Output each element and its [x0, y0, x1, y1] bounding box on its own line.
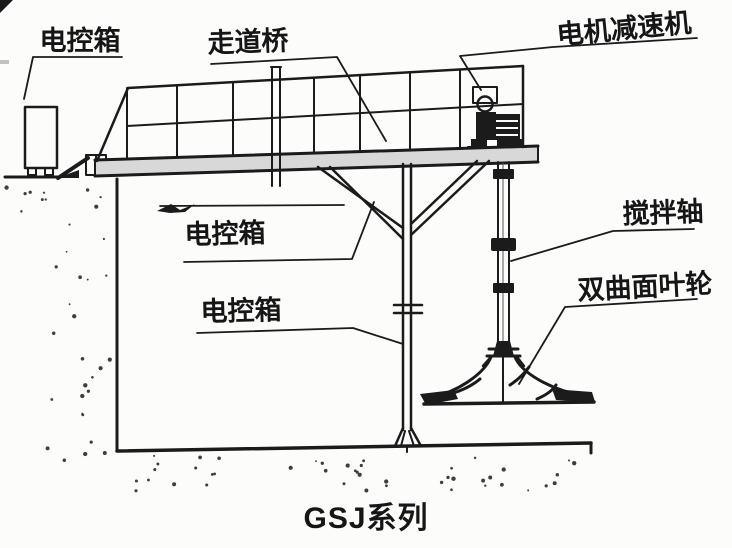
leader-motor-reducer: [459, 37, 698, 91]
leader-control-box-top: [23, 56, 123, 100]
impeller: [420, 341, 596, 406]
leader-control-box-mid: [183, 201, 375, 263]
leader-walkway-bridge: [210, 56, 387, 142]
water-level-mark: [157, 204, 195, 213]
label-control-box-mid: 电控箱: [184, 217, 266, 250]
label-walkway-bridge: 走道桥: [207, 25, 289, 59]
label-control-box-top: 电控箱: [40, 25, 121, 56]
standpipe: [270, 66, 282, 187]
leader-control-box-lower: [196, 327, 404, 345]
leader-water-line: [159, 204, 345, 207]
motor-reducer-unit: [467, 86, 527, 148]
leader-mixing-shaft: [510, 228, 695, 262]
diagram-caption: GSJ系列: [303, 502, 428, 535]
support-column: [316, 159, 491, 453]
label-impeller: 双曲面叶轮: [577, 268, 713, 305]
scan-artifacts: [0, 0, 13, 64]
mixing-shaft: [491, 161, 516, 353]
ground-stipple: [4, 185, 577, 493]
label-mixing-shaft: 搅拌轴: [622, 196, 704, 230]
control-box: [23, 105, 59, 176]
leader-impeller: [518, 298, 698, 385]
tank-outline: [3, 154, 593, 455]
label-control-box-lower: 电控箱: [200, 294, 282, 327]
labels: 电控箱 走道桥 电机减速机 电控箱 电控箱 搅拌轴 双曲面叶轮 GSJ系列: [40, 8, 714, 535]
label-motor-reducer: 电机减速机: [555, 8, 692, 51]
walkway-bridge: [93, 64, 540, 187]
leader-lines: [23, 37, 698, 385]
